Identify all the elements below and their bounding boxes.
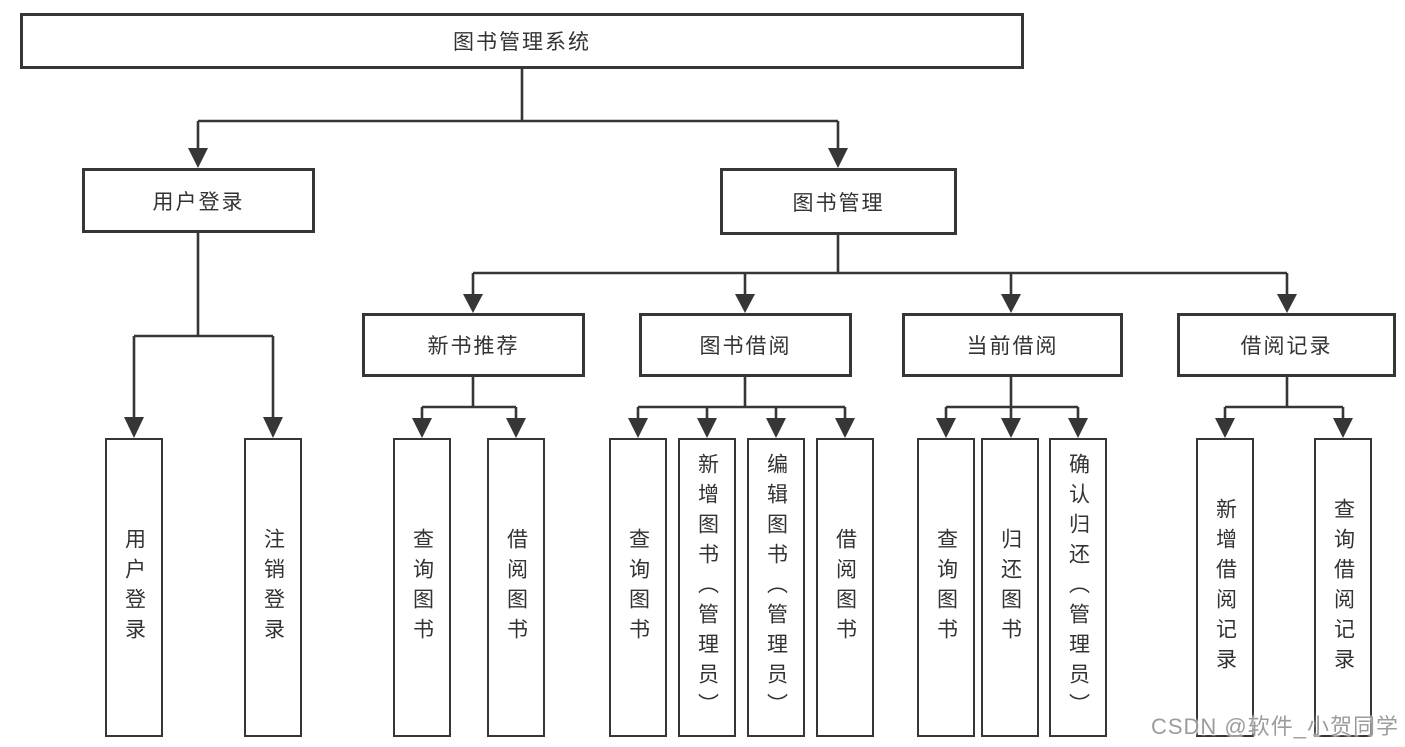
leaf-query-books-current: 查询图书 <box>917 438 975 737</box>
leaf-borrow-books-recommend-label: 借阅图书 <box>504 527 528 648</box>
leaf-query-books-borrowing: 查询图书 <box>609 438 667 737</box>
node-book-borrowing-label: 图书借阅 <box>699 335 792 358</box>
leaf-add-borrow-record: 新增借阅记录 <box>1196 438 1254 737</box>
leaf-query-borrow-record: 查询借阅记录 <box>1314 438 1372 737</box>
node-user-login-label: 用户登录 <box>152 190 245 214</box>
node-root-system: 图书管理系统 <box>20 13 1024 69</box>
leaf-query-books-recommend-label: 查询图书 <box>410 527 434 648</box>
node-book-management: 图书管理 <box>720 168 957 235</box>
leaf-add-books-admin: 新增图书（管理员） <box>678 438 736 737</box>
leaf-add-books-admin-label: 新增图书（管理员） <box>695 452 719 723</box>
leaf-add-borrow-record-label: 新增借阅记录 <box>1213 497 1237 678</box>
leaf-confirm-return-admin: 确认归还（管理员） <box>1049 438 1107 737</box>
leaf-query-books-borrowing-label: 查询图书 <box>626 527 650 648</box>
node-book-management-label: 图书管理 <box>792 191 885 215</box>
node-book-borrowing: 图书借阅 <box>639 313 852 377</box>
node-new-book-recommend-label: 新书推荐 <box>427 335 520 358</box>
leaf-user-login: 用户登录 <box>105 438 163 737</box>
leaf-edit-books-admin: 编辑图书（管理员） <box>747 438 805 737</box>
leaf-query-borrow-record-label: 查询借阅记录 <box>1331 497 1355 678</box>
leaf-user-login-label: 用户登录 <box>122 527 146 648</box>
leaf-query-books-current-label: 查询图书 <box>934 527 958 648</box>
node-user-login: 用户登录 <box>82 168 315 233</box>
node-borrowing-records: 借阅记录 <box>1177 313 1396 377</box>
leaf-edit-books-admin-label: 编辑图书（管理员） <box>764 452 788 723</box>
csdn-watermark: CSDN @软件_小贺同学 <box>1150 714 1399 739</box>
node-current-borrowing: 当前借阅 <box>902 313 1123 377</box>
leaf-return-books-label: 归还图书 <box>998 527 1022 648</box>
leaf-return-books: 归还图书 <box>981 438 1039 737</box>
node-root-system-label: 图书管理系统 <box>453 31 591 54</box>
node-new-book-recommend: 新书推荐 <box>362 313 585 377</box>
leaf-borrow-books-label: 借阅图书 <box>833 527 857 648</box>
leaf-query-books-recommend: 查询图书 <box>393 438 451 737</box>
leaf-borrow-books-recommend: 借阅图书 <box>487 438 545 737</box>
leaf-logout-label: 注销登录 <box>261 527 285 648</box>
leaf-logout: 注销登录 <box>244 438 302 737</box>
leaf-confirm-return-admin-label: 确认归还（管理员） <box>1066 452 1090 723</box>
node-current-borrowing-label: 当前借阅 <box>966 335 1059 358</box>
node-borrowing-records-label: 借阅记录 <box>1240 335 1333 358</box>
leaf-borrow-books: 借阅图书 <box>816 438 874 737</box>
